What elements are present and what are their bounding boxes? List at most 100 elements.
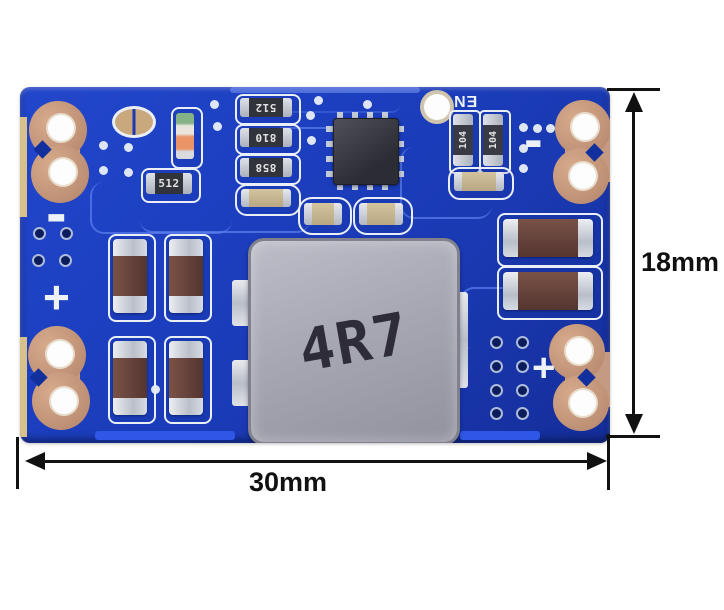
resistor-terminal [183,173,192,194]
capacitor-terminal [395,203,403,225]
capacitor-small [304,203,342,225]
resistor-terminal [483,155,503,166]
via [516,407,529,420]
via [490,360,503,373]
ic-pins [326,125,333,177]
capacitor-terminal [304,203,312,225]
capacitor-body [367,203,395,225]
status-led [176,113,194,159]
capacitor-body [169,256,203,296]
mounting-hole [570,163,596,189]
via [490,384,503,397]
resistor-terminal [283,158,292,177]
via [210,100,219,109]
capacitor-input [113,341,147,415]
inductor-marking: 4R7 [293,298,415,385]
dim-arrow-left [25,452,45,470]
capacitor-terminal [113,239,147,256]
capacitor-body [462,172,496,191]
input-plus-mark: + [43,271,70,323]
dim-tick-top [607,88,660,91]
enable-silkscreen-label: EN [453,92,478,109]
ic-pins [337,112,393,119]
solder-jumper-pad [112,106,156,138]
ic-pins [397,125,404,177]
power-inductor: 4R7 [248,238,460,443]
resistor-marking: 104 [457,130,469,150]
via [99,166,108,175]
capacitor-body [518,219,578,257]
board-edge-highlight [95,431,235,440]
capacitor-terminal [578,219,593,257]
via [516,360,529,373]
capacitor-input [169,239,203,313]
capacitor-terminal [169,296,203,313]
capacitor-small [241,189,291,207]
board-edge-highlight [460,431,540,440]
via [307,136,316,145]
via [32,254,45,267]
capacitor-terminal [113,398,147,415]
capacitor-body [113,256,147,296]
resistor-terminal [453,114,473,125]
resistor-en-1: 104 [453,114,473,166]
capacitor-body [169,358,203,398]
via [314,96,323,105]
via [99,141,108,150]
capacitor-terminal [578,272,593,310]
via [519,144,528,153]
capacitor-terminal [496,172,504,191]
capacitor-body [249,189,283,207]
dim-tick-bottom [606,435,660,438]
resistor-terminal [240,158,249,177]
test-point-pad [424,94,450,120]
capacitor-terminal [169,398,203,415]
via [124,168,133,177]
capacitor-terminal [503,272,518,310]
via [516,384,529,397]
via [490,336,503,349]
inductor-solder-tab [232,360,252,406]
ic-pins [337,183,393,190]
copper-edge [20,337,27,437]
resistor-terminal [283,98,292,117]
capacitor-terminal [503,219,518,257]
via [59,254,72,267]
capacitor-terminal [241,189,249,207]
resistor-marking: 512 [158,177,180,190]
via [124,143,133,152]
mounting-hole [48,115,74,141]
resistor-led: 512 [146,173,192,194]
resistor-marking: 104 [487,130,499,150]
capacitor-terminal [169,341,203,358]
dim-line-horizontal [36,460,596,463]
capacitor-input [113,239,147,313]
capacitor-small [359,203,403,225]
dim-ext-left [16,437,19,489]
width-dimension-label: 30mm [249,467,328,497]
mounting-hole [570,390,596,416]
resistor-marking: 858 [255,161,277,174]
capacitor-small [454,172,504,191]
via [519,123,528,132]
resistor-col-1: 512 [240,98,292,117]
jumper-gap [132,109,136,135]
via [363,100,372,109]
resistor-col-3: 858 [240,158,292,177]
resistor-en-2: 104 [483,114,503,166]
capacitor-terminal [283,189,291,207]
resistor-terminal [453,155,473,166]
via [533,124,542,133]
capacitor-terminal [113,341,147,358]
converter-ic [333,118,399,185]
resistor-terminal [240,98,249,117]
resistor-terminal [240,128,249,147]
dim-arrow-up [625,92,643,112]
via [306,111,315,120]
mounting-hole [572,114,598,140]
height-dimension-label: 18mm [641,247,720,277]
pcb-board: - + - + EN 512 512 810 [20,87,610,443]
via [213,122,222,131]
via [60,227,73,240]
resistor-terminal [283,128,292,147]
